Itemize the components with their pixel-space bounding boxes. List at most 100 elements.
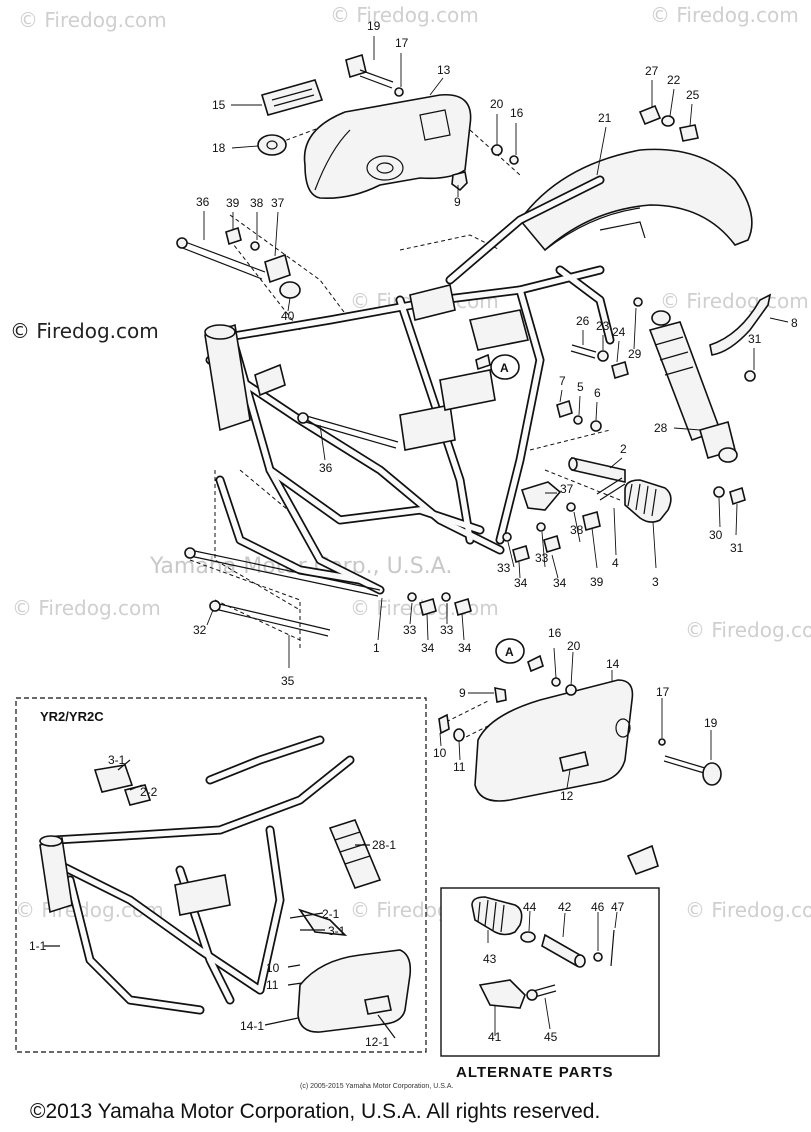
bolt-19-upper [345, 53, 404, 97]
part-label: 45 [544, 1030, 558, 1044]
watermark: © Firedog.com [330, 3, 479, 27]
part-label: 33 [403, 623, 417, 637]
part-label: 10 [266, 961, 280, 975]
leader-lines [203, 36, 789, 789]
callout-a-letter: A [505, 645, 514, 659]
part-label: 30 [709, 528, 723, 542]
alternate-parts-box: 43 44 42 46 47 41 45 ALTERNATE PARTS [440, 887, 660, 1081]
part-label: 9 [459, 686, 466, 700]
watermark: © Firedog.com [650, 3, 799, 27]
part-label: 12-1 [365, 1035, 389, 1049]
part-label: 11 [266, 978, 279, 992]
watermark: © Firedog.com [18, 8, 167, 32]
part-label: 36 [319, 461, 333, 475]
side-cover-upper [303, 94, 472, 200]
watermark: © Firedog.com [10, 319, 159, 343]
part-label: 39 [226, 196, 240, 210]
part-label: 29 [628, 347, 642, 361]
part-label: 1-1 [29, 939, 47, 953]
hardware-small [176, 104, 756, 637]
rear-fender [518, 148, 753, 252]
footrest-bracket-37 [520, 481, 562, 511]
part-label: 7 [559, 374, 566, 388]
part-label: 19 [704, 716, 718, 730]
part-label: 22 [667, 73, 681, 87]
part-label: 2-1 [322, 907, 340, 921]
part-label: 15 [212, 98, 226, 112]
watermark: © Firedog.com [12, 596, 161, 620]
part-label: 32 [193, 623, 207, 637]
part-label: 37 [560, 482, 574, 496]
part-label: 19 [367, 19, 381, 33]
part-label: 33 [497, 561, 511, 575]
part-label: 14 [606, 657, 620, 671]
part-label: 23 [596, 319, 610, 333]
part-label: 46 [591, 900, 605, 914]
part-label: 34 [458, 641, 472, 655]
part-label: 20 [490, 97, 504, 111]
part-label: 26 [576, 314, 590, 328]
part-label: 33 [535, 551, 549, 565]
part-label: 38 [570, 523, 584, 537]
part-label: 34 [514, 576, 528, 590]
part-label: 16 [510, 106, 524, 120]
part-label: 5 [577, 380, 584, 394]
part-label: 33 [440, 623, 454, 637]
part-label: 8 [791, 316, 798, 330]
callout-a-letter: A [500, 361, 509, 375]
part-label: 31 [748, 332, 762, 346]
part-label: 24 [612, 325, 626, 339]
part-label: 13 [437, 63, 451, 77]
rear-shock [648, 310, 738, 463]
callout-a-lower: A [495, 638, 544, 673]
inset-yr2: YR2/YR2C 3-1 2-2 28-1 2-1 3-1 1-1 10 11 [15, 697, 427, 1053]
bracket-8 [709, 293, 772, 356]
part-label: 14-1 [240, 1019, 264, 1033]
footer-copyright: ©2013 Yamaha Motor Corporation, U.S.A. A… [30, 1100, 600, 1123]
badge-15 [261, 79, 324, 116]
part-label: 35 [281, 674, 295, 688]
part-label: 36 [196, 195, 210, 209]
inset-title: YR2/YR2C [40, 709, 104, 724]
grommet-18 [257, 134, 287, 156]
part-label: 12 [560, 789, 574, 803]
small-copyright: (c) 2005-2015 Yamaha Motor Corporation, … [300, 1083, 453, 1090]
part-label: 6 [594, 386, 601, 400]
part-label: 17 [656, 685, 670, 699]
side-cover-lower [438, 677, 722, 876]
footrest-rear [568, 456, 672, 523]
part-label: 11 [453, 760, 466, 774]
callout-a-upper: A [475, 353, 520, 380]
part-label: 37 [271, 196, 285, 210]
part-labels: 19 17 13 15 18 20 16 9 21 27 22 25 36 39… [193, 19, 798, 803]
watermark: © Firedog.com [685, 898, 811, 922]
part-label: 25 [686, 88, 700, 102]
part-label: 28 [654, 421, 668, 435]
part-label: 27 [645, 64, 659, 78]
main-frame [204, 175, 615, 595]
part-label: 44 [523, 900, 537, 914]
part-label: 2 [620, 442, 627, 456]
part-label: 34 [421, 641, 435, 655]
part-label: 31 [730, 541, 744, 555]
watermark: © Firedog.com [685, 618, 811, 642]
part-label: 4 [612, 556, 619, 570]
part-label: 3-1 [108, 753, 126, 767]
part-label: 17 [395, 36, 409, 50]
part-label: 41 [488, 1030, 502, 1044]
part-label: 3 [652, 575, 659, 589]
part-label: 20 [567, 639, 581, 653]
part-label: 39 [590, 575, 604, 589]
alternate-parts-title: ALTERNATE PARTS [456, 1064, 614, 1081]
part-label: 43 [483, 952, 497, 966]
part-label: 10 [433, 746, 447, 760]
part-label: 38 [250, 196, 264, 210]
part-label: 40 [281, 309, 295, 323]
part-label: 3-1 [328, 924, 346, 938]
part-label: 21 [598, 111, 612, 125]
watermark: © Firedog.com [660, 289, 809, 313]
part-label: 34 [553, 576, 567, 590]
part-label: 42 [558, 900, 572, 914]
part-label: 16 [548, 626, 562, 640]
